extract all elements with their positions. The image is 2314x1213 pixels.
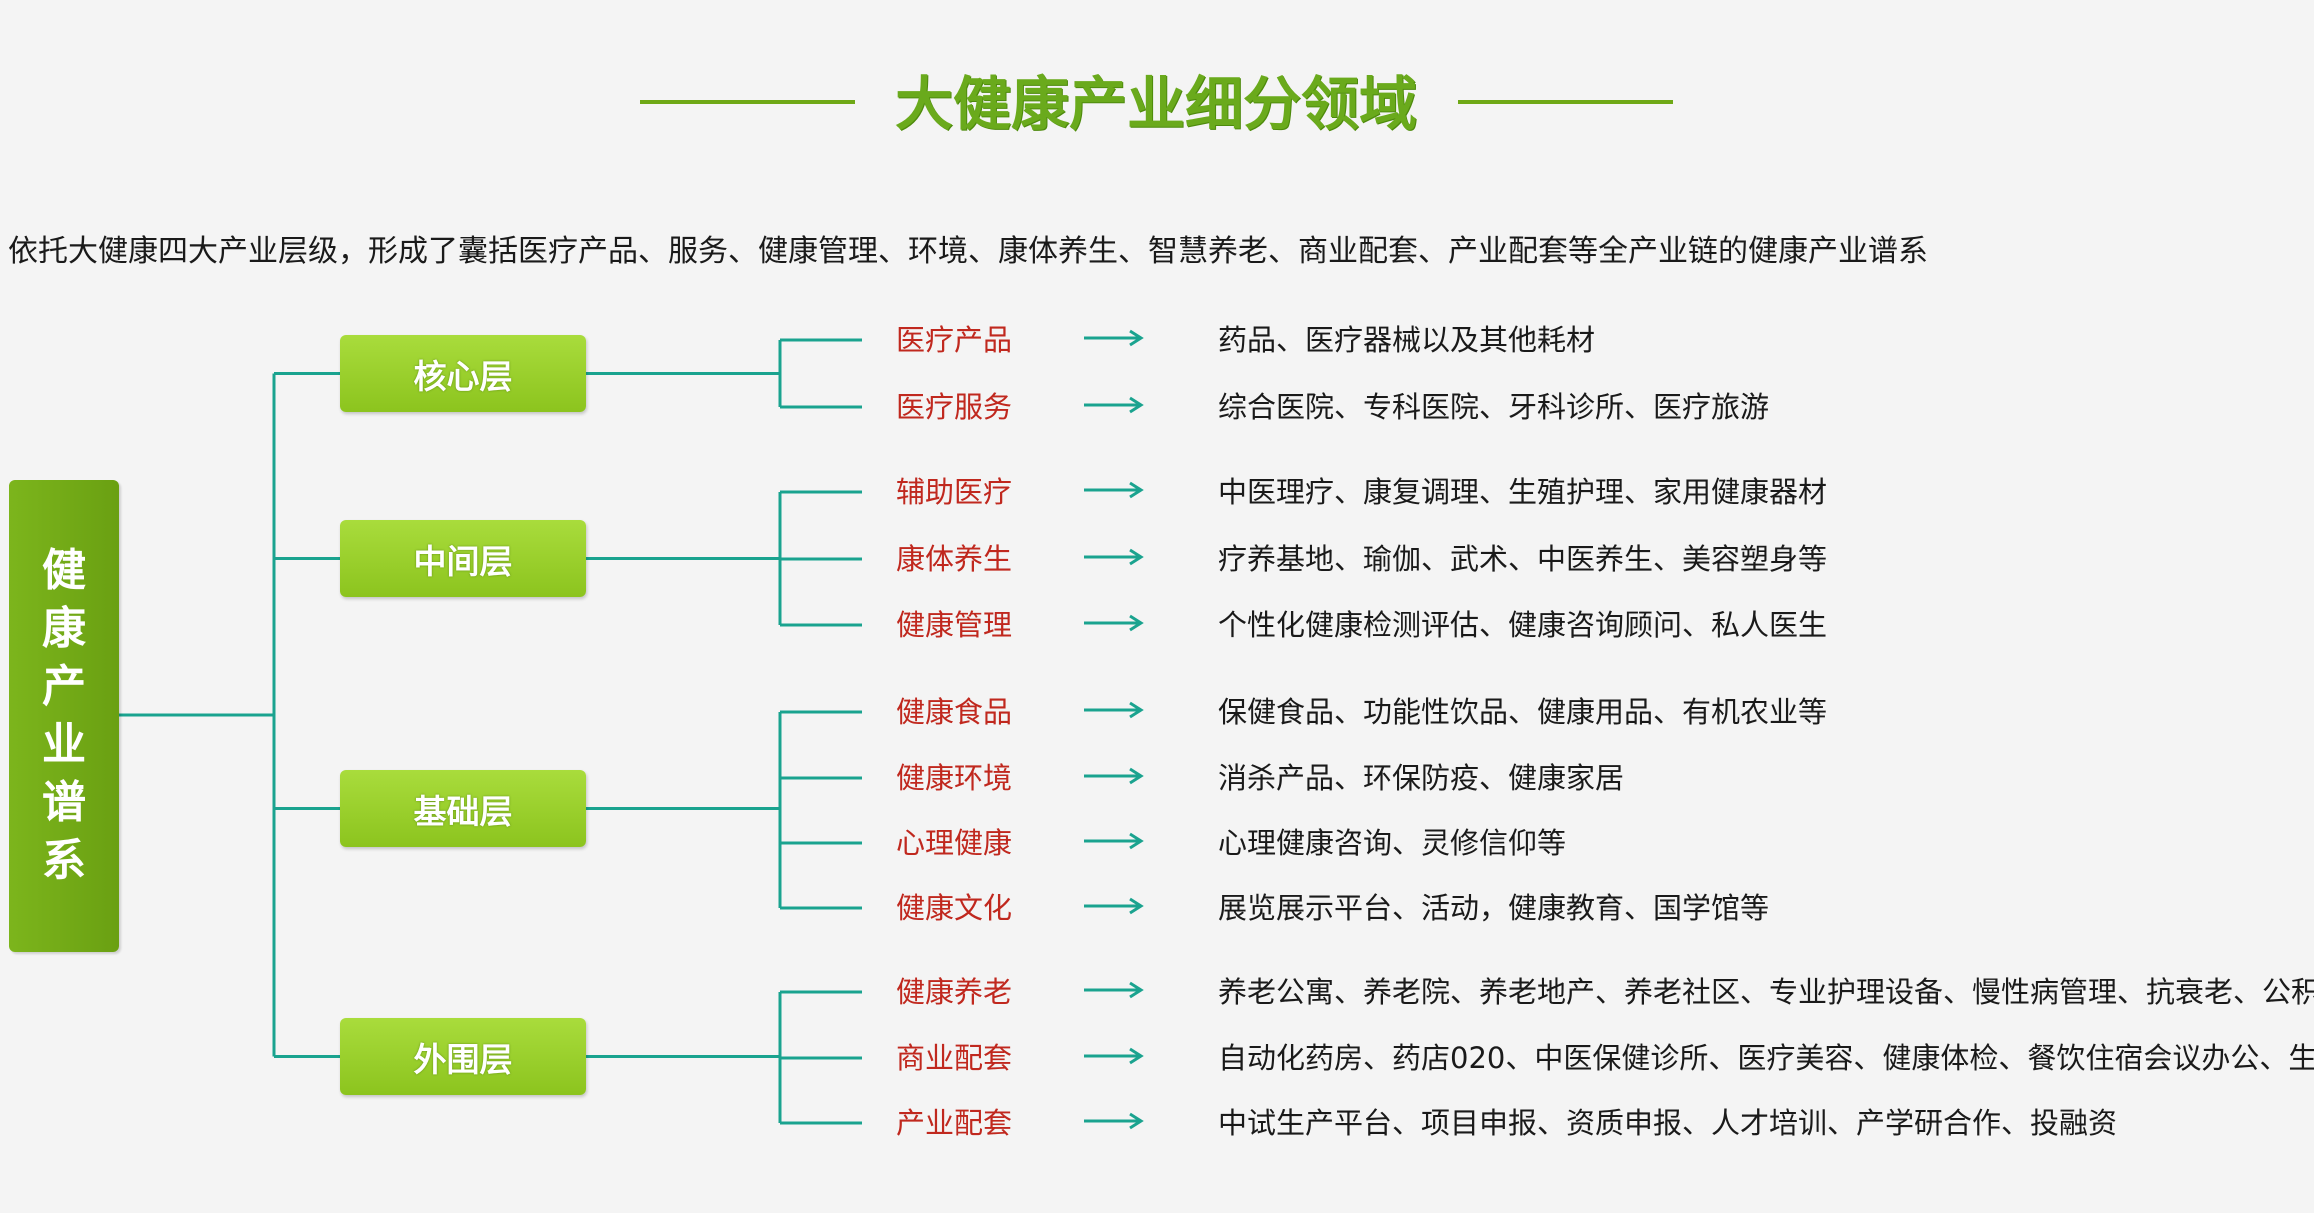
page-title: 大健康产业细分领域 <box>894 70 1417 138</box>
category-label: 商业配套 <box>896 1041 1013 1075</box>
right-arrow-icon <box>1084 701 1144 719</box>
category-description: 消杀产品、环保防疫、健康家居 <box>1218 761 1625 795</box>
right-arrow-icon <box>1084 396 1144 414</box>
title-left-rule <box>640 100 855 104</box>
category-label: 心理健康 <box>896 826 1013 860</box>
right-arrow-icon <box>1084 329 1144 347</box>
category-label: 产业配套 <box>896 1106 1013 1140</box>
root-char: 系 <box>42 835 86 886</box>
category-label: 健康管理 <box>896 608 1013 642</box>
right-arrow-icon <box>1084 767 1144 785</box>
root-char: 业 <box>42 719 86 770</box>
category-description: 中试生产平台、项目申报、资质申报、人才培训、产学研合作、投融资 <box>1218 1106 2118 1140</box>
category-label: 医疗服务 <box>896 390 1013 424</box>
category-description: 疗养基地、瑜伽、武术、中医养生、美容塑身等 <box>1218 542 1828 576</box>
intro-text: 依托大健康四大产业层级，形成了囊括医疗产品、服务、健康管理、环境、康体养生、智慧… <box>8 234 1928 269</box>
category-label: 健康养老 <box>896 975 1013 1009</box>
right-arrow-icon <box>1084 1047 1144 1065</box>
category-description: 心理健康咨询、灵修信仰等 <box>1218 826 1567 860</box>
category-label: 健康环境 <box>896 761 1013 795</box>
root-char: 康 <box>42 603 86 654</box>
category-label: 医疗产品 <box>896 323 1013 357</box>
category-description: 综合医院、专科医院、牙科诊所、医疗旅游 <box>1218 390 1770 424</box>
category-description: 中医理疗、康复调理、生殖护理、家用健康器材 <box>1218 475 1828 509</box>
category-label: 辅助医疗 <box>896 475 1013 509</box>
right-arrow-icon <box>1084 1112 1144 1130</box>
category-label: 健康食品 <box>896 695 1013 729</box>
category-description: 展览展示平台、活动，健康教育、国学馆等 <box>1218 891 1770 925</box>
root-char: 谱 <box>42 777 86 828</box>
title-right-rule <box>1458 100 1673 104</box>
root-char: 健 <box>42 545 86 596</box>
right-arrow-icon <box>1084 614 1144 632</box>
header: 大健康产业细分领域 <box>0 60 2314 150</box>
category-description: 自动化药房、药店020、中医保健诊所、医疗美容、健康体检、餐饮住宿会议办公、生态… <box>1218 1041 2314 1075</box>
right-arrow-icon <box>1084 481 1144 499</box>
right-arrow-icon <box>1084 981 1144 999</box>
root-char: 产 <box>42 661 86 712</box>
root-node: 健 康 产 业 谱 系 <box>9 480 119 952</box>
right-arrow-icon <box>1084 548 1144 566</box>
category-description: 保健食品、功能性饮品、健康用品、有机农业等 <box>1218 695 1828 729</box>
right-arrow-icon <box>1084 832 1144 850</box>
category-label: 健康文化 <box>896 891 1013 925</box>
layer-node: 外围层 <box>340 1018 586 1095</box>
category-description: 个性化健康检测评估、健康咨询顾问、私人医生 <box>1218 608 1828 642</box>
category-description: 养老公寓、养老院、养老地产、养老社区、专业护理设备、慢性病管理、抗衰老、公积金 <box>1218 975 2314 1009</box>
category-label: 康体养生 <box>896 542 1013 576</box>
right-arrow-icon <box>1084 897 1144 915</box>
layer-node: 核心层 <box>340 335 586 412</box>
layer-node: 中间层 <box>340 520 586 597</box>
category-description: 药品、医疗器械以及其他耗材 <box>1218 323 1596 357</box>
layer-node: 基础层 <box>340 770 586 847</box>
